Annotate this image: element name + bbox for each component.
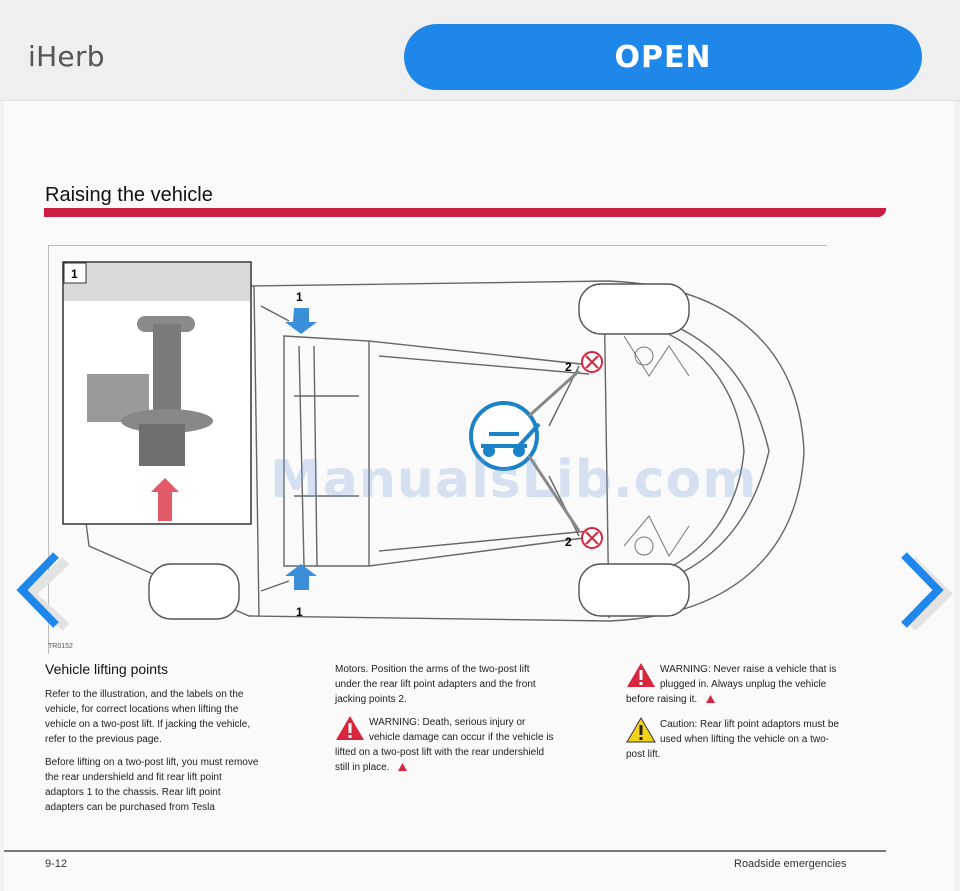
callout-2-top: 2 bbox=[565, 360, 572, 374]
text-column-1: Vehicle lifting points Refer to the illu… bbox=[45, 662, 260, 823]
top-ad-bar: iHerb OPEN bbox=[0, 0, 960, 101]
paragraph: Before lifting on a two-post lift, you m… bbox=[45, 757, 259, 813]
footer-rule bbox=[4, 850, 886, 852]
caution-text: Caution: Rear lift point adaptors must b… bbox=[626, 719, 839, 760]
callout-2-bottom: 2 bbox=[565, 535, 572, 549]
watermark: ManualsLib.com bbox=[270, 450, 758, 510]
figure-code: TR0152 bbox=[48, 643, 73, 650]
text-column-3: WARNING: Never raise a vehicle that is p… bbox=[626, 662, 841, 762]
chapter-title: Roadside emergencies bbox=[734, 858, 847, 870]
warning-text: WARNING: Death, serious injury or vehicl… bbox=[335, 717, 554, 773]
inset-label: 1 bbox=[71, 267, 78, 281]
callout-1-bottom: 1 bbox=[296, 605, 303, 619]
callout-1-top: 1 bbox=[296, 290, 303, 304]
warning-block: WARNING: Death, serious injury or vehicl… bbox=[335, 715, 555, 775]
chevron-left-icon bbox=[16, 552, 70, 631]
end-marker-icon bbox=[705, 695, 715, 704]
open-button[interactable]: OPEN bbox=[404, 24, 922, 90]
section-title: Raising the vehicle bbox=[45, 184, 213, 206]
next-page-button[interactable] bbox=[894, 545, 954, 635]
end-marker-icon bbox=[398, 763, 408, 772]
page-number: 9-12 bbox=[45, 858, 68, 870]
caution-block: Caution: Rear lift point adaptors must b… bbox=[626, 717, 841, 762]
subsection-heading: Vehicle lifting points bbox=[45, 661, 168, 677]
warning-icon bbox=[336, 716, 364, 740]
warning-text: WARNING: Never raise a vehicle that is p… bbox=[626, 664, 837, 705]
paragraph: Motors. Position the arms of the two-pos… bbox=[335, 664, 536, 705]
title-rule bbox=[44, 208, 886, 217]
paragraph: Refer to the illustration, and the label… bbox=[45, 689, 251, 745]
brand-name: iHerb bbox=[28, 40, 105, 73]
chevron-right-icon bbox=[901, 552, 954, 631]
underbody-diagram: 2 2 1 1 1 bbox=[62, 261, 805, 622]
warning-block: WARNING: Never raise a vehicle that is p… bbox=[626, 662, 841, 707]
previous-page-button[interactable] bbox=[10, 545, 70, 635]
caution-icon bbox=[626, 717, 656, 743]
warning-icon bbox=[627, 663, 655, 687]
vehicle-illustration: 2 2 1 1 1 bbox=[48, 245, 827, 654]
text-column-2: Motors. Position the arms of the two-pos… bbox=[335, 662, 555, 775]
lift-adaptor-inset: 1 bbox=[62, 261, 252, 525]
